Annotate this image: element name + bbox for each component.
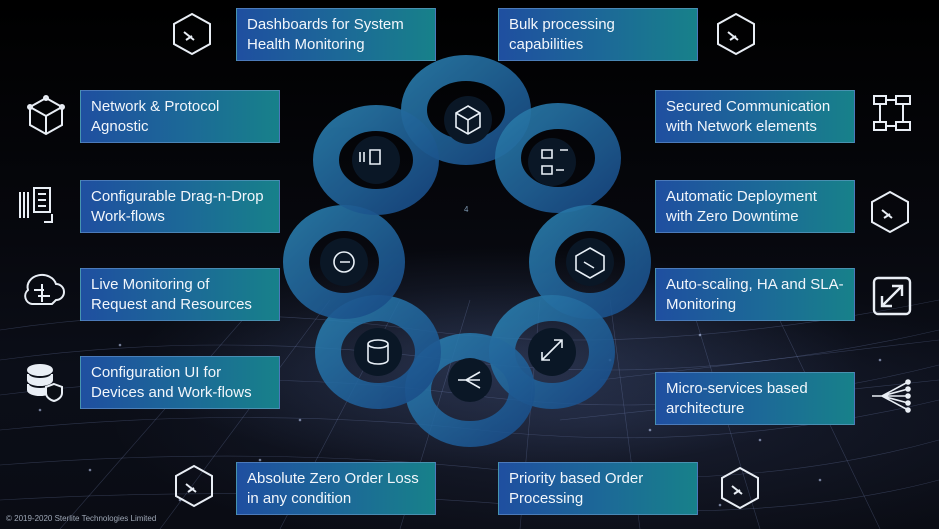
feature-label: Priority based Order Processing xyxy=(509,469,644,507)
process-flow-icon xyxy=(541,149,568,175)
network-cube-icon xyxy=(455,105,481,135)
feature-label: Automatic Deployment with Zero Downtime xyxy=(666,187,817,225)
process-flow-icon xyxy=(868,90,916,138)
feature-card-dashboards: Dashboards for System Health Monitoring xyxy=(236,8,436,61)
fiber-branch-icon xyxy=(458,371,481,389)
feature-card-zero-order-loss: Absolute Zero Order Loss in any conditio… xyxy=(236,462,436,515)
box-plug-icon xyxy=(712,10,760,58)
feature-card-priority-order: Priority based Order Processing xyxy=(498,462,698,515)
feature-label: Micro-services based architecture xyxy=(666,379,808,417)
feature-label: Network & Protocol Agnostic xyxy=(91,97,220,135)
page-number: 4 xyxy=(464,205,469,214)
box-plug-icon xyxy=(170,462,218,510)
expand-arrows-icon xyxy=(868,272,916,320)
copyright-footer: © 2019-2020 Sterlite Technologies Limite… xyxy=(6,514,157,523)
brain-circuit-icon xyxy=(18,268,66,316)
feature-card-live-monitoring: Live Monitoring of Request and Resources xyxy=(80,268,280,321)
fiber-branch-icon xyxy=(868,372,916,420)
brain-circuit-icon xyxy=(333,251,355,273)
box-plug-icon xyxy=(716,464,764,512)
feature-label: Bulk processing capabilities xyxy=(509,15,615,53)
expand-arrows-icon xyxy=(541,339,563,361)
feature-label: Secured Communication with Network eleme… xyxy=(666,97,831,135)
box-plug-icon xyxy=(575,247,605,279)
feature-label: Auto-scaling, HA and SLA-Monitoring xyxy=(666,275,844,313)
feature-card-drag-drop: Configurable Drag-n-Drop Work-flows xyxy=(80,180,280,233)
box-plug-icon xyxy=(168,10,216,58)
feature-label: Live Monitoring of Request and Resources xyxy=(91,275,252,313)
feature-card-configuration-ui: Configuration UI for Devices and Work-fl… xyxy=(80,356,280,409)
feature-label: Absolute Zero Order Loss in any conditio… xyxy=(247,469,419,507)
feature-card-secured-communication: Secured Communication with Network eleme… xyxy=(655,90,855,143)
workflow-document-icon xyxy=(14,180,62,228)
feature-label: Configurable Drag-n-Drop Work-flows xyxy=(91,187,264,225)
feature-card-bulk-processing: Bulk processing capabilities xyxy=(498,8,698,61)
workflow-document-icon xyxy=(359,149,381,165)
feature-card-auto-scaling: Auto-scaling, HA and SLA-Monitoring xyxy=(655,268,855,321)
feature-label: Configuration UI for Devices and Work-fl… xyxy=(91,363,252,401)
feature-label: Dashboards for System Health Monitoring xyxy=(247,15,404,53)
feature-card-automatic-deployment: Automatic Deployment with Zero Downtime xyxy=(655,180,855,233)
database-shield-icon xyxy=(20,358,68,406)
database-shield-icon xyxy=(367,339,389,365)
feature-card-network-agnostic: Network & Protocol Agnostic xyxy=(80,90,280,143)
box-plug-icon xyxy=(866,188,914,236)
network-cube-icon xyxy=(22,92,70,140)
feature-card-micro-services: Micro-services based architecture xyxy=(655,372,855,425)
